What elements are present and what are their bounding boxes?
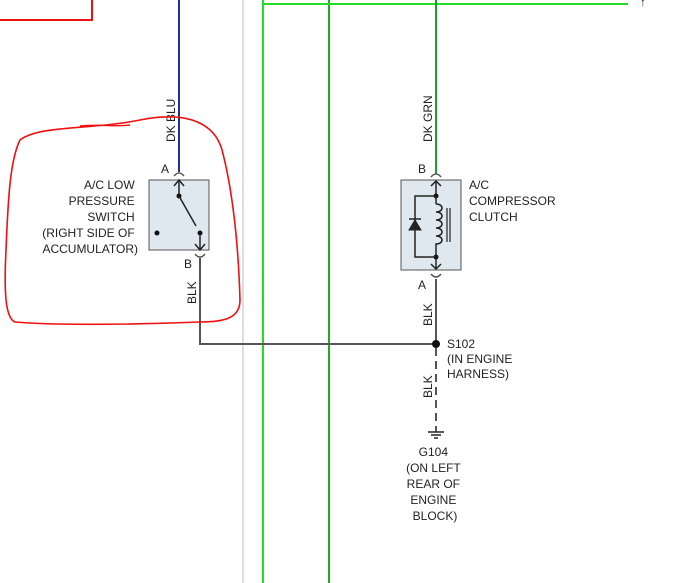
splice-s102-dot[interactable] <box>432 340 440 348</box>
clutch-blk-wire-label: BLK <box>421 303 435 326</box>
compressor-clutch-box[interactable] <box>400 179 462 271</box>
red-wire <box>0 0 93 21</box>
low-pressure-switch-label: A/C LOW PRESSURE SWITCH (RIGHT SIDE OF A… <box>42 178 138 256</box>
switch-bottom-arrow-icon <box>194 243 206 252</box>
ground-g104-label: G104 (ON LEFT REAR OF ENGINE BLOCK) <box>406 445 464 523</box>
dk-blu-wire-label: DK BLU <box>164 99 178 142</box>
page-edge-mark: ↑ <box>640 0 646 9</box>
compressor-clutch-label: A/C COMPRESSOR CLUTCH <box>469 178 559 224</box>
splice-s102-label: S102 (IN ENGINE HARNESS) <box>447 337 516 381</box>
low-pressure-switch-pin-top: A <box>161 162 169 176</box>
diode-icon <box>408 219 422 231</box>
switch-connector-bottom-icon <box>194 253 206 258</box>
switch-blk-wire <box>199 258 436 345</box>
red-annotation-stroke <box>79 124 131 127</box>
clutch-connector-bottom-icon <box>430 273 442 278</box>
ground-blk-wire-label: BLK <box>421 375 435 398</box>
clutch-coil-icon <box>435 196 443 257</box>
ground-icon <box>428 428 444 439</box>
dk-grn-wire-label: DK GRN <box>421 95 435 142</box>
switch-blk-wire-label: BLK <box>185 281 199 304</box>
switch-ground-dot <box>154 230 160 236</box>
switch-connector-top-icon <box>173 172 185 177</box>
switch-blade <box>178 195 197 227</box>
clutch-connector-top-icon <box>430 173 442 178</box>
compressor-clutch-pin-top: B <box>418 162 426 176</box>
low-pressure-switch-pin-bottom: B <box>184 257 192 271</box>
compressor-clutch-pin-bottom: A <box>418 278 426 292</box>
red-annotation-circle <box>4 116 241 326</box>
